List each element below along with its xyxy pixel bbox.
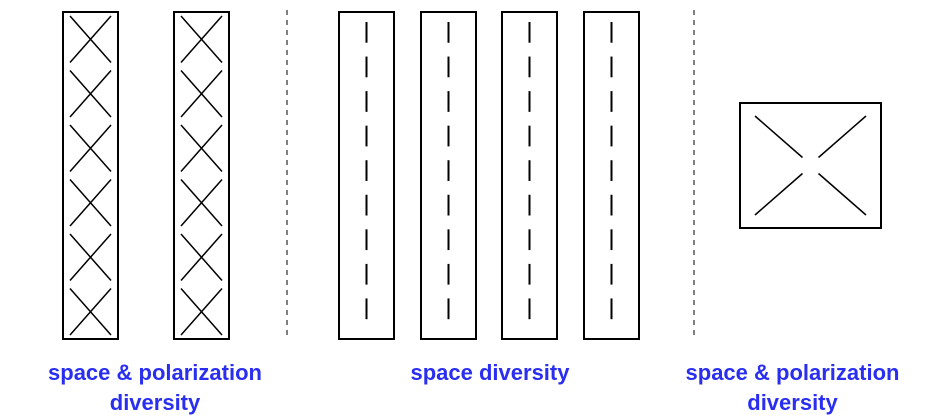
cross-element-1-4-b	[69, 179, 112, 227]
dipole-column-2	[420, 11, 477, 340]
panel-frame	[739, 102, 882, 229]
dipole-column-4	[583, 11, 640, 340]
panel-arm-top-left	[754, 115, 803, 159]
caption-left-line1: space & polarization	[48, 360, 262, 385]
caption-right-line2: diversity	[747, 390, 838, 415]
cross-column-2	[173, 11, 230, 340]
cross-element-2-2-b	[180, 70, 223, 118]
panel-arm-bottom-right	[818, 172, 867, 216]
cross-element-1-6-b	[69, 288, 112, 336]
cross-element-2-4-b	[180, 179, 223, 227]
cross-element-1-5-b	[69, 233, 112, 281]
panel-arm-bottom-left	[754, 172, 803, 216]
caption-left-line2: diversity	[109, 390, 201, 415]
caption-right: space & polarization diversity	[650, 358, 935, 418]
cross-element-2-6-b	[180, 288, 223, 336]
cross-element-1-1-b	[69, 15, 112, 63]
caption-middle: space diversity	[340, 358, 640, 388]
cross-element-1-2-b	[69, 70, 112, 118]
cross-element-2-3-b	[180, 124, 223, 172]
caption-middle-line1: space diversity	[410, 360, 570, 385]
cross-element-2-1-b	[180, 15, 223, 63]
caption-right-line1: space & polarization	[685, 360, 900, 385]
cross-column-1	[62, 11, 119, 340]
cross-element-1-3-b	[69, 124, 112, 172]
cross-element-2-5-b	[180, 233, 223, 281]
caption-left: space & polarization diversity	[10, 358, 300, 418]
vertical-array-group	[338, 11, 640, 340]
panel-arm-top-right	[818, 115, 867, 159]
cross-polarized-group-left	[62, 11, 230, 340]
dipole-column-1	[338, 11, 395, 340]
dipole-column-3	[501, 11, 558, 340]
cross-polarized-panel-group	[739, 102, 882, 229]
